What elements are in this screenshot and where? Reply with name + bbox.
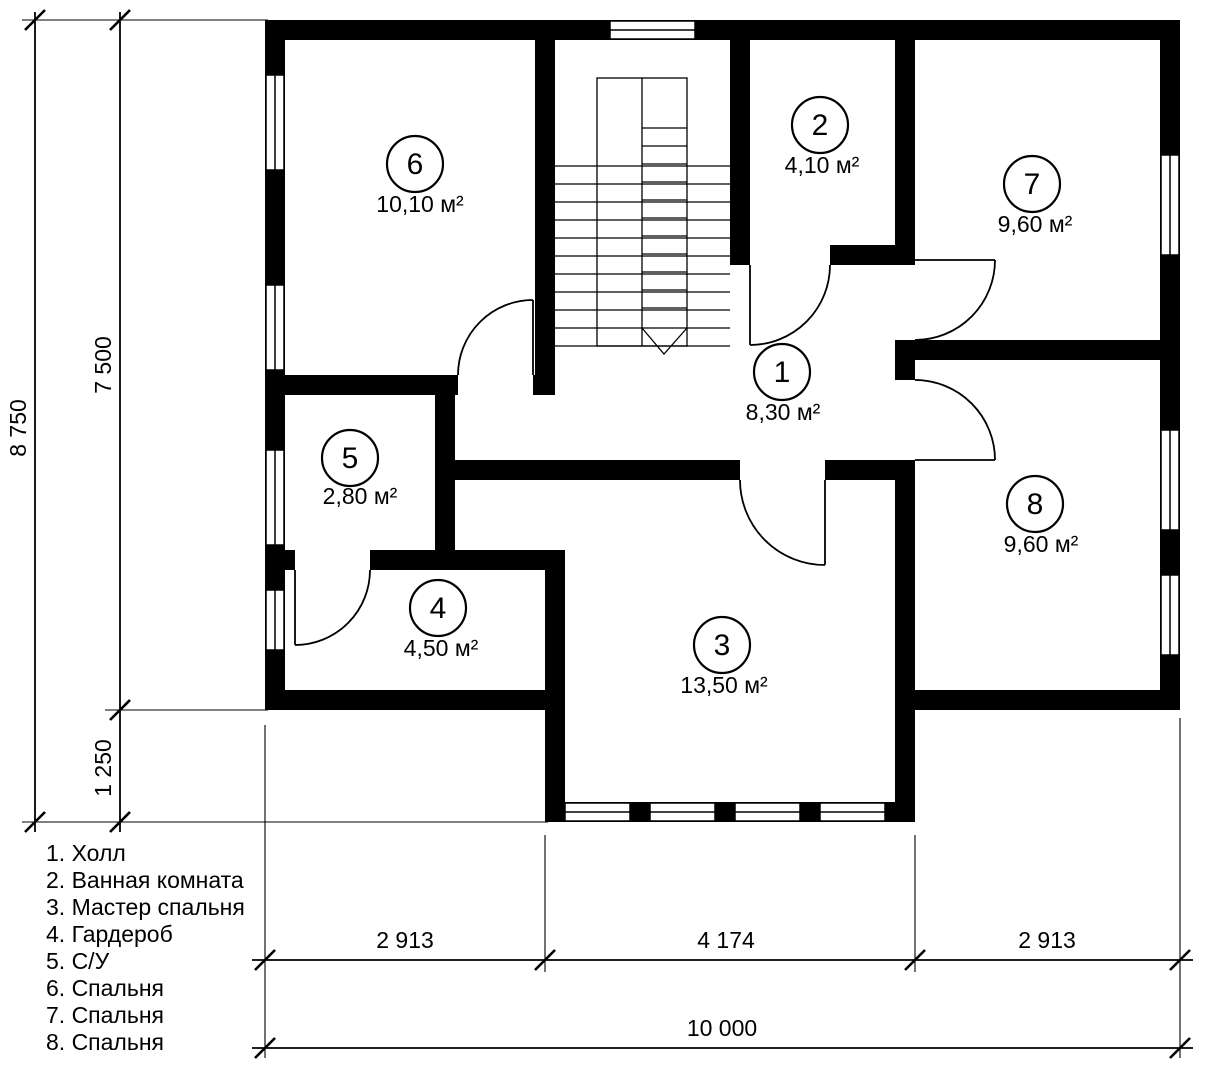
dimension-width-total: 10 000 <box>687 1015 757 1041</box>
dimension-height-upper: 7 500 <box>90 336 116 394</box>
dimension-height-total: 8 750 <box>5 399 31 457</box>
stair-direction-arrow <box>641 327 688 355</box>
door-symbol-room4 <box>294 569 371 646</box>
doors <box>294 259 996 646</box>
legend-item: 8. Спальня <box>46 1029 164 1055</box>
window-symbol <box>265 589 285 651</box>
room-number-circle <box>1005 474 1065 534</box>
room-label-2: 2 4,10 м² <box>785 95 860 178</box>
window-symbol <box>734 802 801 822</box>
room-labels: 1 8,30 м² 2 4,10 м² 3 13,50 м² 4 4,50 м²… <box>320 95 1079 698</box>
room-label-5: 5 2,80 м² <box>320 428 398 509</box>
dimension-width-right: 2 913 <box>1018 927 1076 953</box>
room-number-circle <box>408 578 468 638</box>
legend-item: 6. Спальня <box>46 975 164 1001</box>
room-area: 4,50 м² <box>404 635 479 661</box>
window-symbol <box>265 449 285 546</box>
staircase <box>555 77 730 355</box>
dimension-lines: 8 750 7 500 1 250 2 913 4 174 2 913 10 0… <box>5 9 1193 1059</box>
door-symbol-room6 <box>457 299 534 376</box>
legend-item: 4. Гардероб <box>46 921 173 947</box>
room-area: 9,60 м² <box>1004 531 1079 557</box>
room-label-7: 7 9,60 м² <box>998 154 1073 237</box>
dimension-width-center: 4 174 <box>697 927 755 953</box>
room-area: 9,60 м² <box>998 211 1073 237</box>
window-symbol <box>609 20 696 40</box>
window-symbol <box>1160 154 1180 256</box>
legend-item: 2. Ванная комната <box>46 867 244 893</box>
dimension-width-left: 2 913 <box>376 927 434 953</box>
windows <box>265 20 1180 822</box>
room-number-circle <box>320 428 380 488</box>
window-symbol <box>1160 574 1180 656</box>
door-symbol-room7 <box>914 259 996 341</box>
room-number: 6 <box>407 148 424 181</box>
room-number-circle <box>752 342 812 402</box>
door-symbol-room2 <box>749 264 831 346</box>
room-number: 1 <box>774 356 791 389</box>
window-symbol <box>649 802 716 822</box>
window-symbol <box>265 74 285 171</box>
legend-item: 7. Спальня <box>46 1002 164 1028</box>
legend: 1. Холл 2. Ванная комната 3. Мастер спал… <box>46 840 245 1056</box>
room-number: 8 <box>1027 488 1044 521</box>
room-number: 5 <box>342 442 359 475</box>
room-label-3: 3 13,50 м² <box>680 615 768 698</box>
legend-item: 1. Холл <box>46 840 126 866</box>
room-number: 3 <box>714 629 731 662</box>
room-number-circle <box>790 95 850 155</box>
room-area: 13,50 м² <box>680 672 768 698</box>
room-number-circle <box>385 134 445 194</box>
room-area: 10,10 м² <box>376 191 464 217</box>
door-symbol-room8 <box>914 379 996 461</box>
window-symbol <box>564 802 631 822</box>
door-symbol-room3 <box>739 479 826 566</box>
room-number-circle <box>692 615 752 675</box>
room-label-8: 8 9,60 м² <box>1004 474 1079 557</box>
room-area: 4,10 м² <box>785 152 860 178</box>
room-number: 2 <box>812 109 829 142</box>
room-label-6: 6 10,10 м² <box>376 134 464 217</box>
room-label-1: 1 8,30 м² <box>746 342 821 425</box>
room-number: 4 <box>430 592 447 625</box>
window-symbol <box>1160 429 1180 531</box>
room-number: 7 <box>1024 168 1041 201</box>
legend-item: 5. С/У <box>46 948 110 974</box>
room-area: 8,30 м² <box>746 399 821 425</box>
dimension-height-lower: 1 250 <box>90 739 116 797</box>
room-number-circle <box>1002 154 1062 214</box>
window-symbol <box>265 284 285 371</box>
room-area: 2,80 м² <box>323 483 398 509</box>
legend-item: 3. Мастер спальня <box>46 894 245 920</box>
window-symbol <box>819 802 886 822</box>
room-label-4: 4 4,50 м² <box>404 578 479 661</box>
